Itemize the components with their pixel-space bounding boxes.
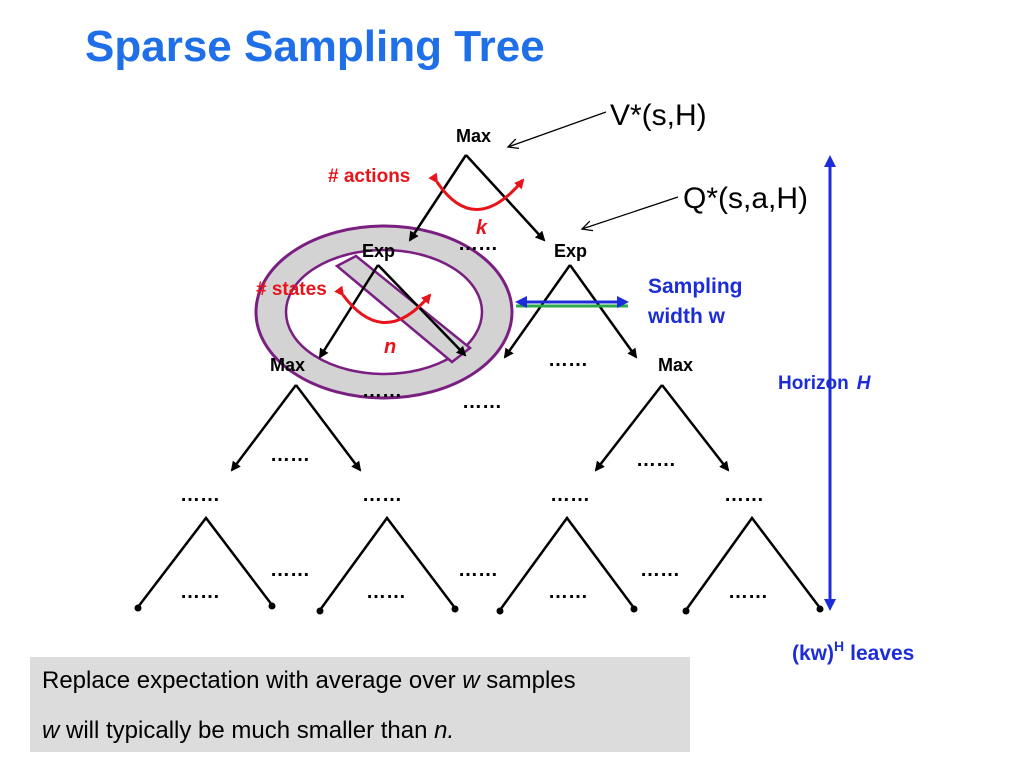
v-star-label: V*(s,H) bbox=[610, 99, 707, 132]
slide-title: Sparse Sampling Tree bbox=[85, 22, 545, 71]
ellipsis: …… bbox=[462, 391, 502, 413]
note-var: n. bbox=[434, 717, 455, 744]
leaves-text: leaves bbox=[850, 642, 914, 665]
note-box: Replace expectation with average over w … bbox=[30, 657, 690, 752]
ellipsis: …… bbox=[180, 581, 220, 603]
exp-right-branches bbox=[503, 264, 638, 359]
exp-right-label: Exp bbox=[554, 241, 587, 261]
ellipsis: …… bbox=[548, 349, 588, 371]
ellipsis: …… bbox=[180, 484, 220, 506]
leaf-triangles bbox=[137, 515, 821, 611]
exp-left-label: Exp bbox=[362, 241, 395, 261]
ellipsis: …… bbox=[724, 484, 764, 506]
actions-label: # actions bbox=[328, 166, 410, 187]
ellipsis: …… bbox=[458, 233, 498, 255]
note-text: Replace expectation with average over bbox=[42, 667, 463, 694]
horizon-text: Horizon bbox=[778, 373, 849, 394]
v-star-pointer bbox=[508, 111, 607, 147]
k-label: k bbox=[476, 217, 488, 239]
q-star-pointer bbox=[582, 196, 679, 229]
ellipsis: …… bbox=[636, 449, 676, 471]
note-line-2: w will typically be much smaller than n. bbox=[42, 717, 454, 745]
note-line-1: Replace expectation with average over w … bbox=[42, 667, 576, 695]
note-var: w bbox=[42, 717, 60, 744]
note-text: will typically be much smaller than bbox=[59, 717, 435, 744]
ellipsis: …… bbox=[728, 581, 768, 603]
ellipsis: …… bbox=[548, 581, 588, 603]
q-star-label: Q*(s,a,H) bbox=[683, 182, 808, 215]
ellipsis: …… bbox=[640, 559, 680, 581]
leaves-sup: H bbox=[834, 638, 844, 654]
n-label: n bbox=[384, 336, 396, 358]
max-right-branches bbox=[594, 384, 730, 472]
leaves-base: (kw) bbox=[792, 642, 834, 665]
horizon-label: Horizon H bbox=[778, 373, 872, 394]
states-arc-icon bbox=[334, 285, 432, 324]
max-left-branches bbox=[230, 384, 362, 472]
max-right-label: Max bbox=[658, 355, 693, 375]
root-max-label: Max bbox=[456, 126, 491, 146]
ellipsis: …… bbox=[270, 444, 310, 466]
actions-arc-icon bbox=[428, 172, 525, 211]
horizon-var: H bbox=[857, 373, 872, 394]
exp-left-branches bbox=[318, 264, 467, 359]
note-var: w bbox=[462, 667, 480, 694]
ellipsis: …… bbox=[362, 380, 402, 402]
sampling-width-label-2: width w bbox=[647, 305, 726, 328]
max-left-label: Max bbox=[270, 355, 305, 375]
states-label: # states bbox=[256, 279, 327, 300]
ellipsis: …… bbox=[362, 484, 402, 506]
ellipsis-group: …… …… …… …… …… …… …… …… …… …… …… …… …… …… bbox=[180, 233, 768, 603]
ellipsis: …… bbox=[550, 484, 590, 506]
ellipsis: …… bbox=[270, 559, 310, 581]
ellipsis: …… bbox=[366, 581, 406, 603]
leaf-dots bbox=[134, 602, 824, 615]
ellipsis: …… bbox=[458, 559, 498, 581]
note-text: samples bbox=[479, 667, 576, 694]
sampling-width-label-1: Sampling bbox=[648, 275, 743, 298]
